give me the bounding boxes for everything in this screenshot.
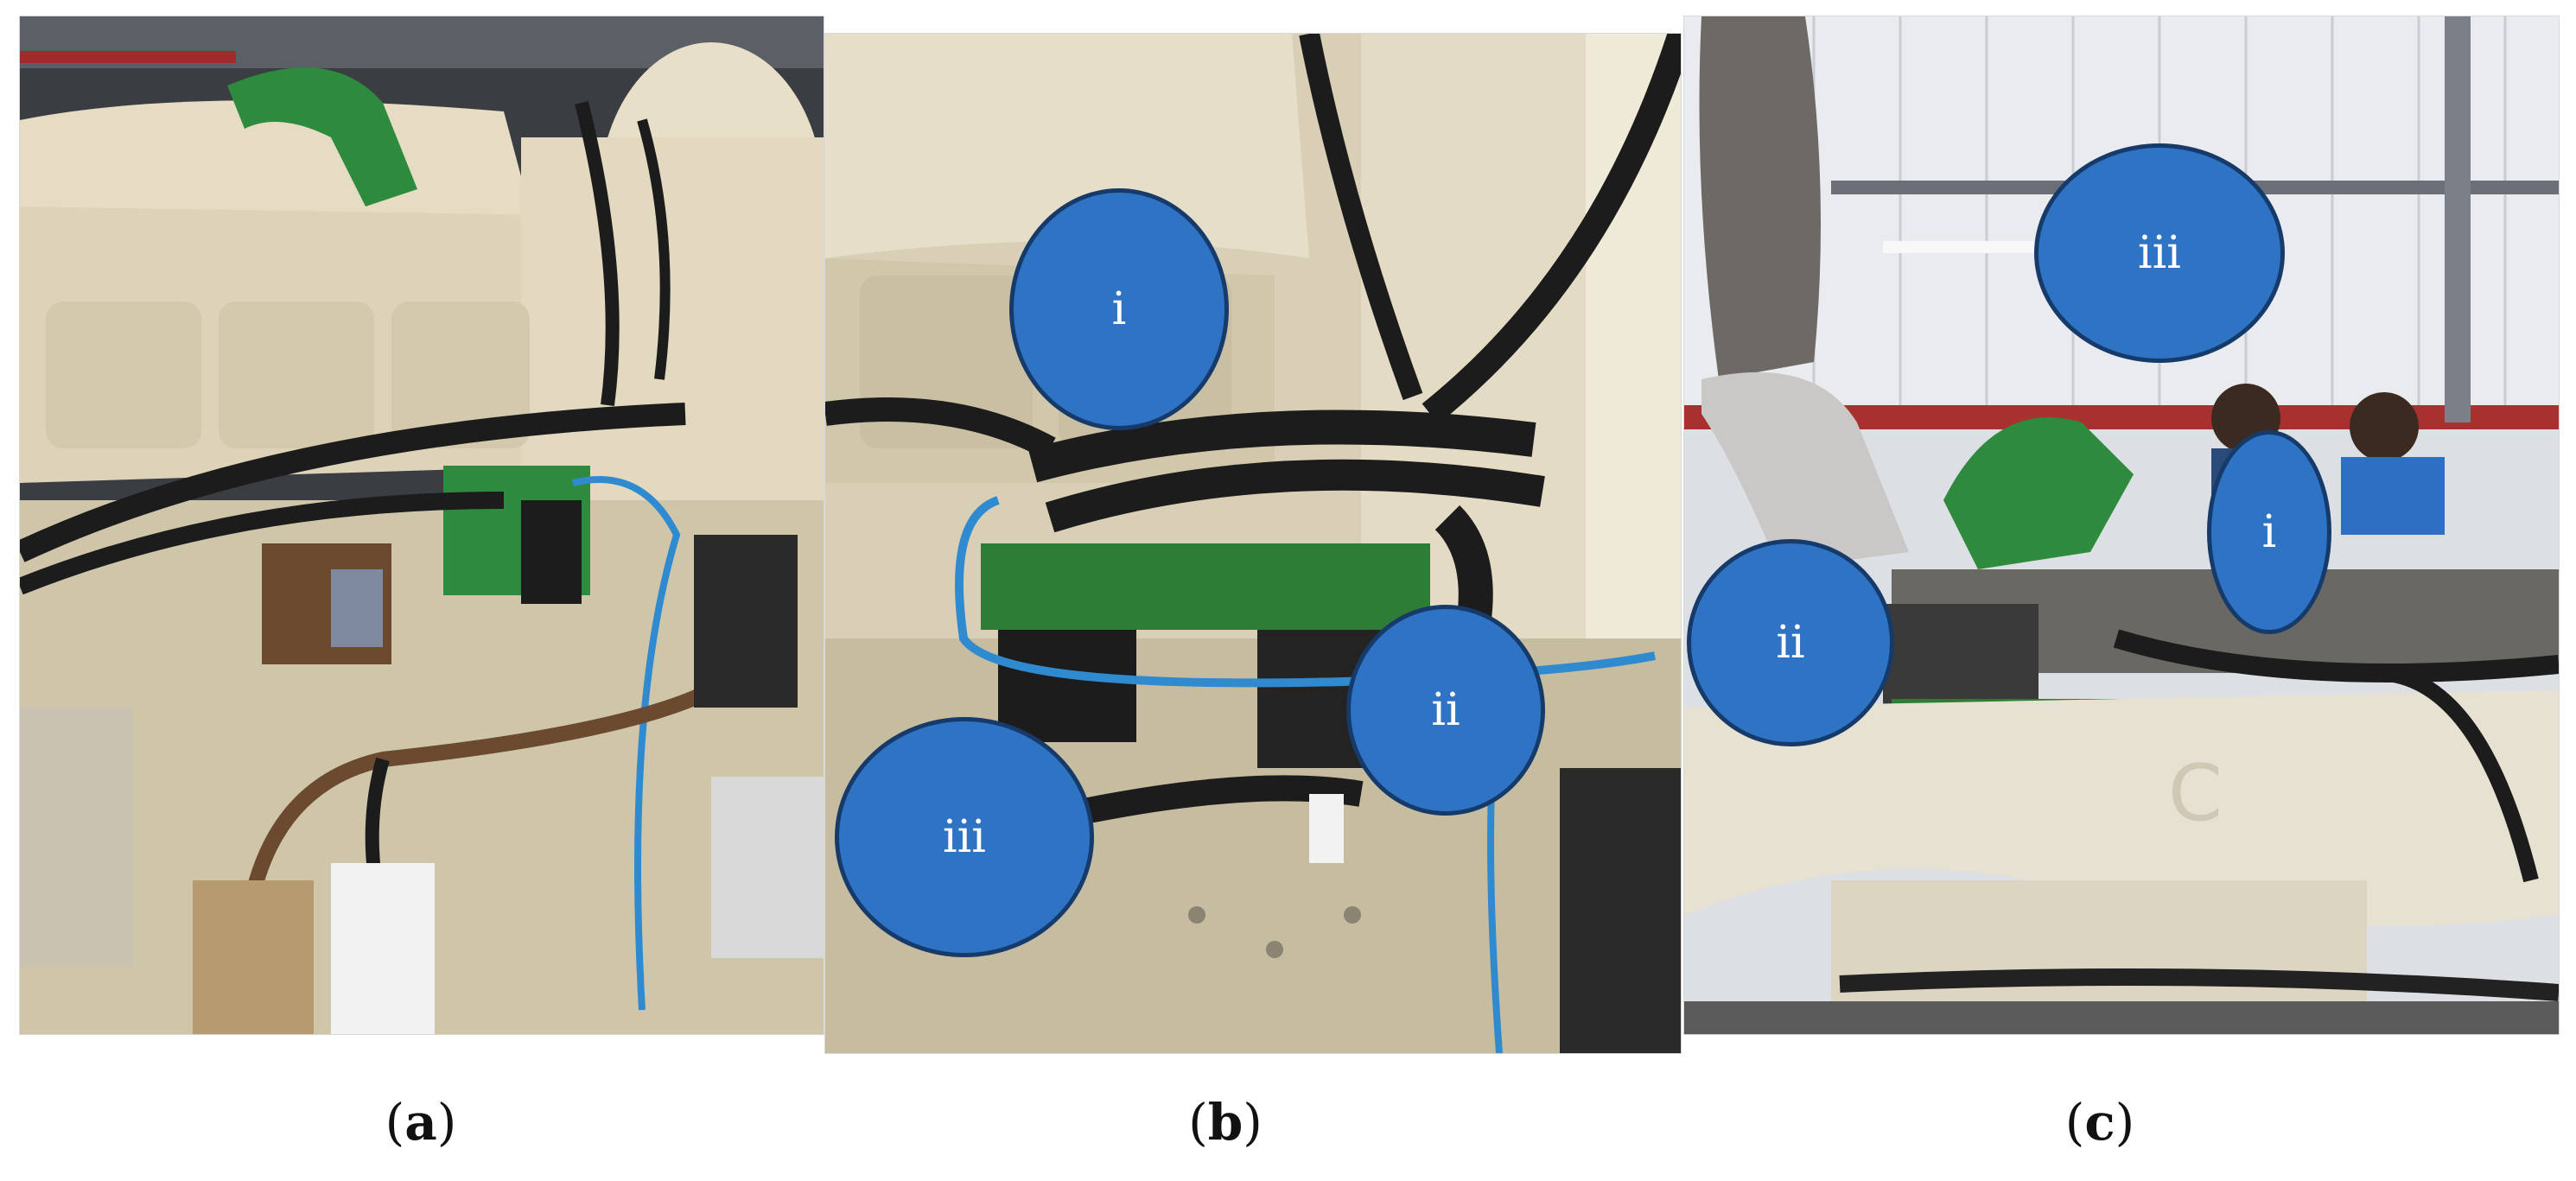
marker-c-ii: ii [1687, 539, 1894, 746]
photo-panel-c: C [1683, 16, 2560, 1035]
marker-c-i: i [2207, 430, 2331, 634]
caption-c: (c) [2064, 1093, 2135, 1152]
marker-b-iii: iii [835, 717, 1094, 957]
engine-photo-a [20, 16, 824, 1034]
marker-c-iii: iii [2034, 143, 2285, 363]
caption-b: (b) [1188, 1093, 1263, 1152]
photo-panel-a [19, 16, 824, 1035]
engine-photo-c: C [1684, 16, 2559, 1034]
marker-b-ii: ii [1346, 605, 1545, 816]
svg-text:C: C [2168, 748, 2223, 839]
marker-b-i: i [1009, 188, 1229, 430]
caption-a: (a) [385, 1093, 457, 1152]
